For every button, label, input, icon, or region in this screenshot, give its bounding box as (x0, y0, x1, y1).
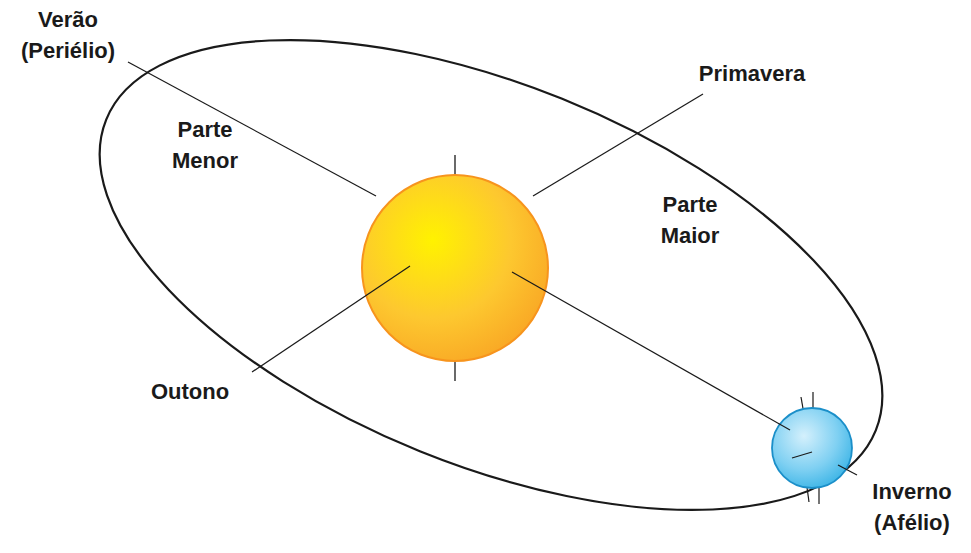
orbit-part-label: Parte Maior (661, 189, 720, 251)
sun-circle (362, 175, 548, 361)
season-label: Verão (Periélio) (21, 4, 115, 66)
sun-earth-line (512, 272, 790, 430)
season-label: Inverno (Afélio) (872, 476, 951, 538)
season-label: Primavera (699, 58, 805, 89)
leader-line (533, 94, 703, 196)
leader-line (252, 266, 410, 372)
orbit-ellipse (35, 0, 947, 553)
earth-circle (772, 408, 852, 488)
leader-line (792, 452, 812, 458)
leader-line (128, 62, 376, 196)
leader-line (838, 465, 857, 475)
season-label: Outono (151, 376, 229, 407)
orbit-part-label: Parte Menor (172, 114, 238, 176)
